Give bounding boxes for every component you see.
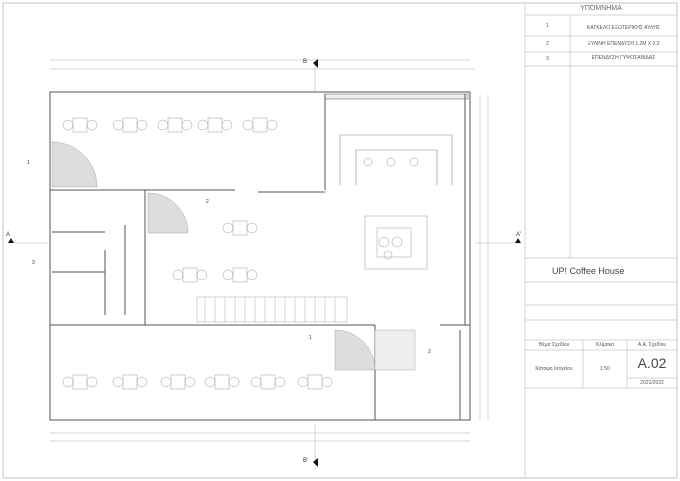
chair	[297, 376, 309, 388]
chair	[86, 119, 98, 131]
chair	[112, 119, 124, 131]
tag-1b: 1	[309, 335, 312, 341]
section-b-bottom: B'	[303, 458, 309, 464]
chair	[221, 119, 233, 131]
bar-counter	[339, 134, 453, 185]
table	[307, 374, 323, 390]
chair	[228, 376, 240, 388]
legend-num-3: 3	[546, 56, 549, 62]
subject-value: Κάτοψη Ισογείου	[535, 366, 573, 372]
stairs	[196, 296, 348, 323]
chair	[197, 119, 209, 131]
chair	[181, 119, 193, 131]
walls	[49, 91, 471, 421]
chair	[274, 376, 286, 388]
drawing-number: Α.02	[637, 355, 667, 371]
chair	[184, 376, 196, 388]
chair	[160, 376, 172, 388]
section-a-left: A	[6, 232, 11, 238]
chair	[250, 376, 262, 388]
chair	[112, 376, 124, 388]
legend-text-2: ΞΥΛΙΝΗ ΕΠΕΝΔΥΣΗ 1.2Μ Χ 0.2	[587, 41, 660, 47]
table	[214, 374, 230, 390]
table	[232, 267, 248, 283]
legend-text-3: ΕΠΕΝΔΥΣΗ ΓΥΨΟΣΑΝΙΔΑΣ	[591, 55, 656, 61]
year: 2021/2022	[640, 380, 664, 386]
section-markers	[8, 59, 521, 467]
chair	[246, 222, 258, 234]
bar-stool	[386, 157, 396, 167]
chair	[62, 376, 74, 388]
table	[252, 117, 268, 133]
legend-text-1: ΚΑΓΚΕΛΟ ΕΞΩΤΕΡΙΚΗΣ ΑΥΛΗΣ	[586, 25, 661, 31]
chair	[136, 376, 148, 388]
chair	[246, 269, 258, 281]
chair	[136, 119, 148, 131]
tag-1: 1	[27, 160, 30, 166]
dimension-lines	[15, 59, 520, 470]
chair	[62, 119, 74, 131]
tag-3: 3	[32, 260, 35, 266]
chair	[222, 222, 234, 234]
legend-num-2: 2	[546, 41, 549, 47]
chair	[157, 119, 169, 131]
chair	[172, 269, 184, 281]
section-b-top: B	[303, 59, 308, 65]
table	[122, 374, 138, 390]
legend-title: ΥΠΟΜΝΗΜΑ	[580, 5, 622, 12]
chair	[204, 376, 216, 388]
subject-label: Θέμα Σχεδίου	[538, 342, 570, 348]
table	[167, 117, 183, 133]
table	[207, 117, 223, 133]
chair	[196, 269, 208, 281]
chair	[321, 376, 333, 388]
table	[122, 117, 138, 133]
furniture	[62, 117, 419, 390]
bar-stool	[409, 157, 419, 167]
chair	[86, 376, 98, 388]
table	[72, 117, 88, 133]
section-a-right: A'	[516, 232, 522, 238]
chair	[266, 119, 278, 131]
scale-label: Κλίμακα	[595, 342, 615, 348]
chair	[222, 269, 234, 281]
tag-2: 2	[206, 199, 209, 205]
legend-num-1: 1	[546, 23, 549, 29]
table	[170, 374, 186, 390]
number-label: Α.Α. Σχεδίου	[637, 342, 667, 348]
chair	[242, 119, 254, 131]
scale-value: 1:50	[600, 366, 610, 372]
tag-2b: 2	[428, 349, 431, 355]
bar-stool	[363, 157, 373, 167]
project-name: UP! Coffee House	[552, 266, 625, 276]
table	[72, 374, 88, 390]
table	[232, 220, 248, 236]
table	[260, 374, 276, 390]
table	[182, 267, 198, 283]
central-planter-table	[364, 215, 428, 270]
title-block-grid	[524, 3, 677, 478]
hatched-areas	[51, 141, 416, 371]
